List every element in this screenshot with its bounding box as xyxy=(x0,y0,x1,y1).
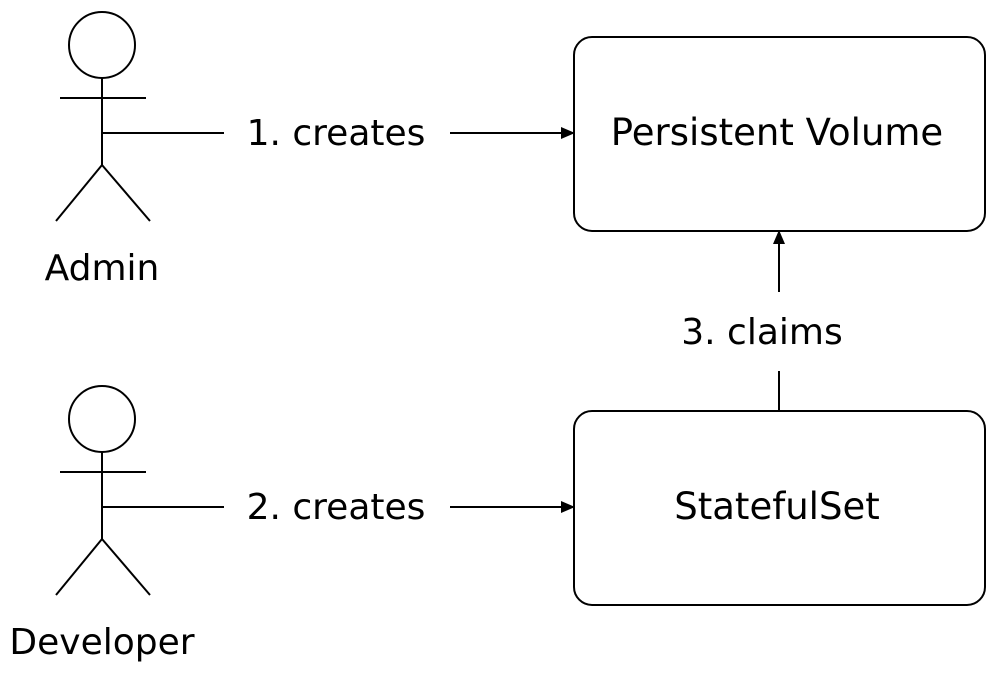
admin-left-leg xyxy=(55,164,103,222)
edge-admin-creates: 1. creates xyxy=(102,113,575,154)
edge-statefulset-claims: 3. claims xyxy=(681,230,843,411)
developer-left-leg xyxy=(55,538,103,596)
developer-right-leg xyxy=(101,538,151,596)
developer-label: Developer xyxy=(9,622,194,663)
developer-actor: Developer xyxy=(9,385,195,663)
admin-right-leg xyxy=(101,164,151,222)
developer-head-icon xyxy=(68,385,136,453)
edge-developer-creates: 2. creates xyxy=(102,487,575,528)
admin-actor: Admin xyxy=(45,11,160,289)
admin-head-icon xyxy=(68,11,136,79)
statefulset-label: StatefulSet xyxy=(674,485,879,528)
edge-admin-creates-label: 1. creates xyxy=(247,113,426,154)
statefulset-box: StatefulSet xyxy=(573,410,986,606)
persistent-volume-box: Persistent Volume xyxy=(573,36,986,232)
admin-label: Admin xyxy=(45,248,160,289)
edge-statefulset-claims-label: 3. claims xyxy=(681,312,842,353)
edge-developer-creates-label: 2. creates xyxy=(247,487,426,528)
persistent-volume-label: Persistent Volume xyxy=(611,111,943,154)
